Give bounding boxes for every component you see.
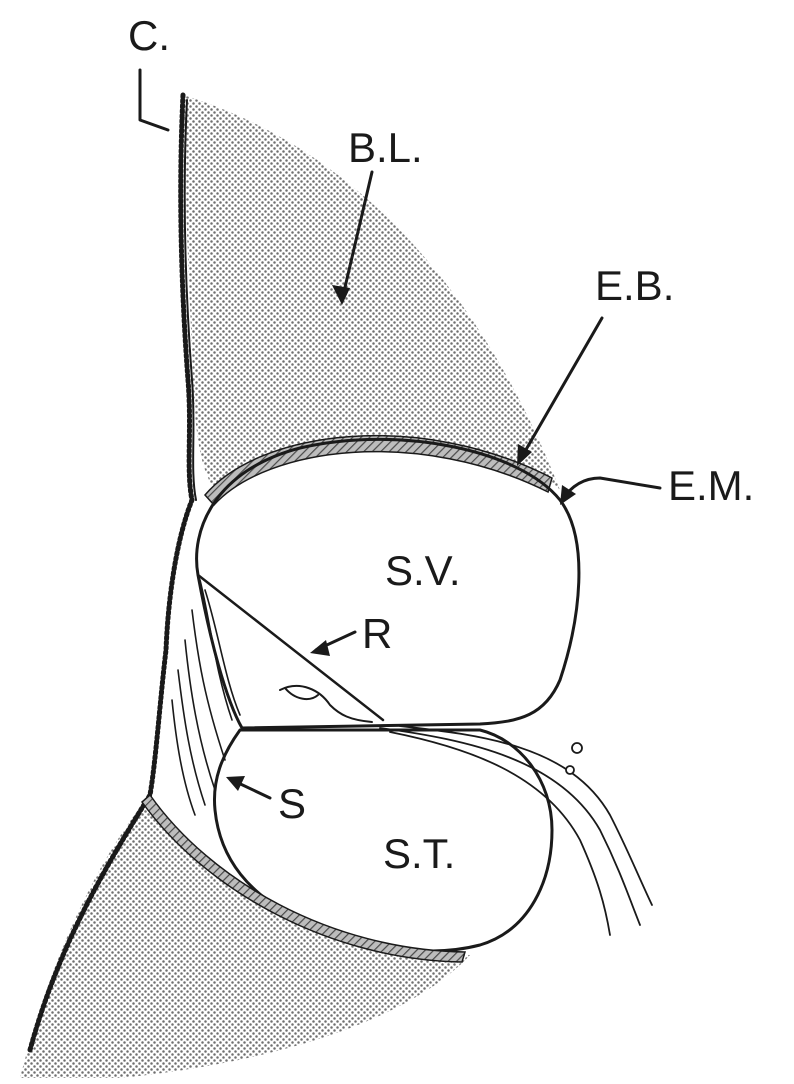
label-st: S.T.: [383, 830, 455, 877]
pointer-c: [140, 70, 168, 130]
inner-detail: [280, 686, 372, 722]
label-s: S: [278, 780, 306, 827]
label-sv: S.V.: [385, 547, 461, 594]
label-em: E.M.: [668, 462, 754, 509]
label-r: R: [362, 610, 392, 657]
pointer-r-head: [310, 640, 330, 656]
pointer-eb: [520, 318, 602, 460]
label-c: C.: [128, 12, 170, 59]
label-eb: E.B.: [595, 262, 674, 309]
pointer-em: [562, 478, 660, 500]
label-bl: B.L.: [348, 124, 423, 171]
